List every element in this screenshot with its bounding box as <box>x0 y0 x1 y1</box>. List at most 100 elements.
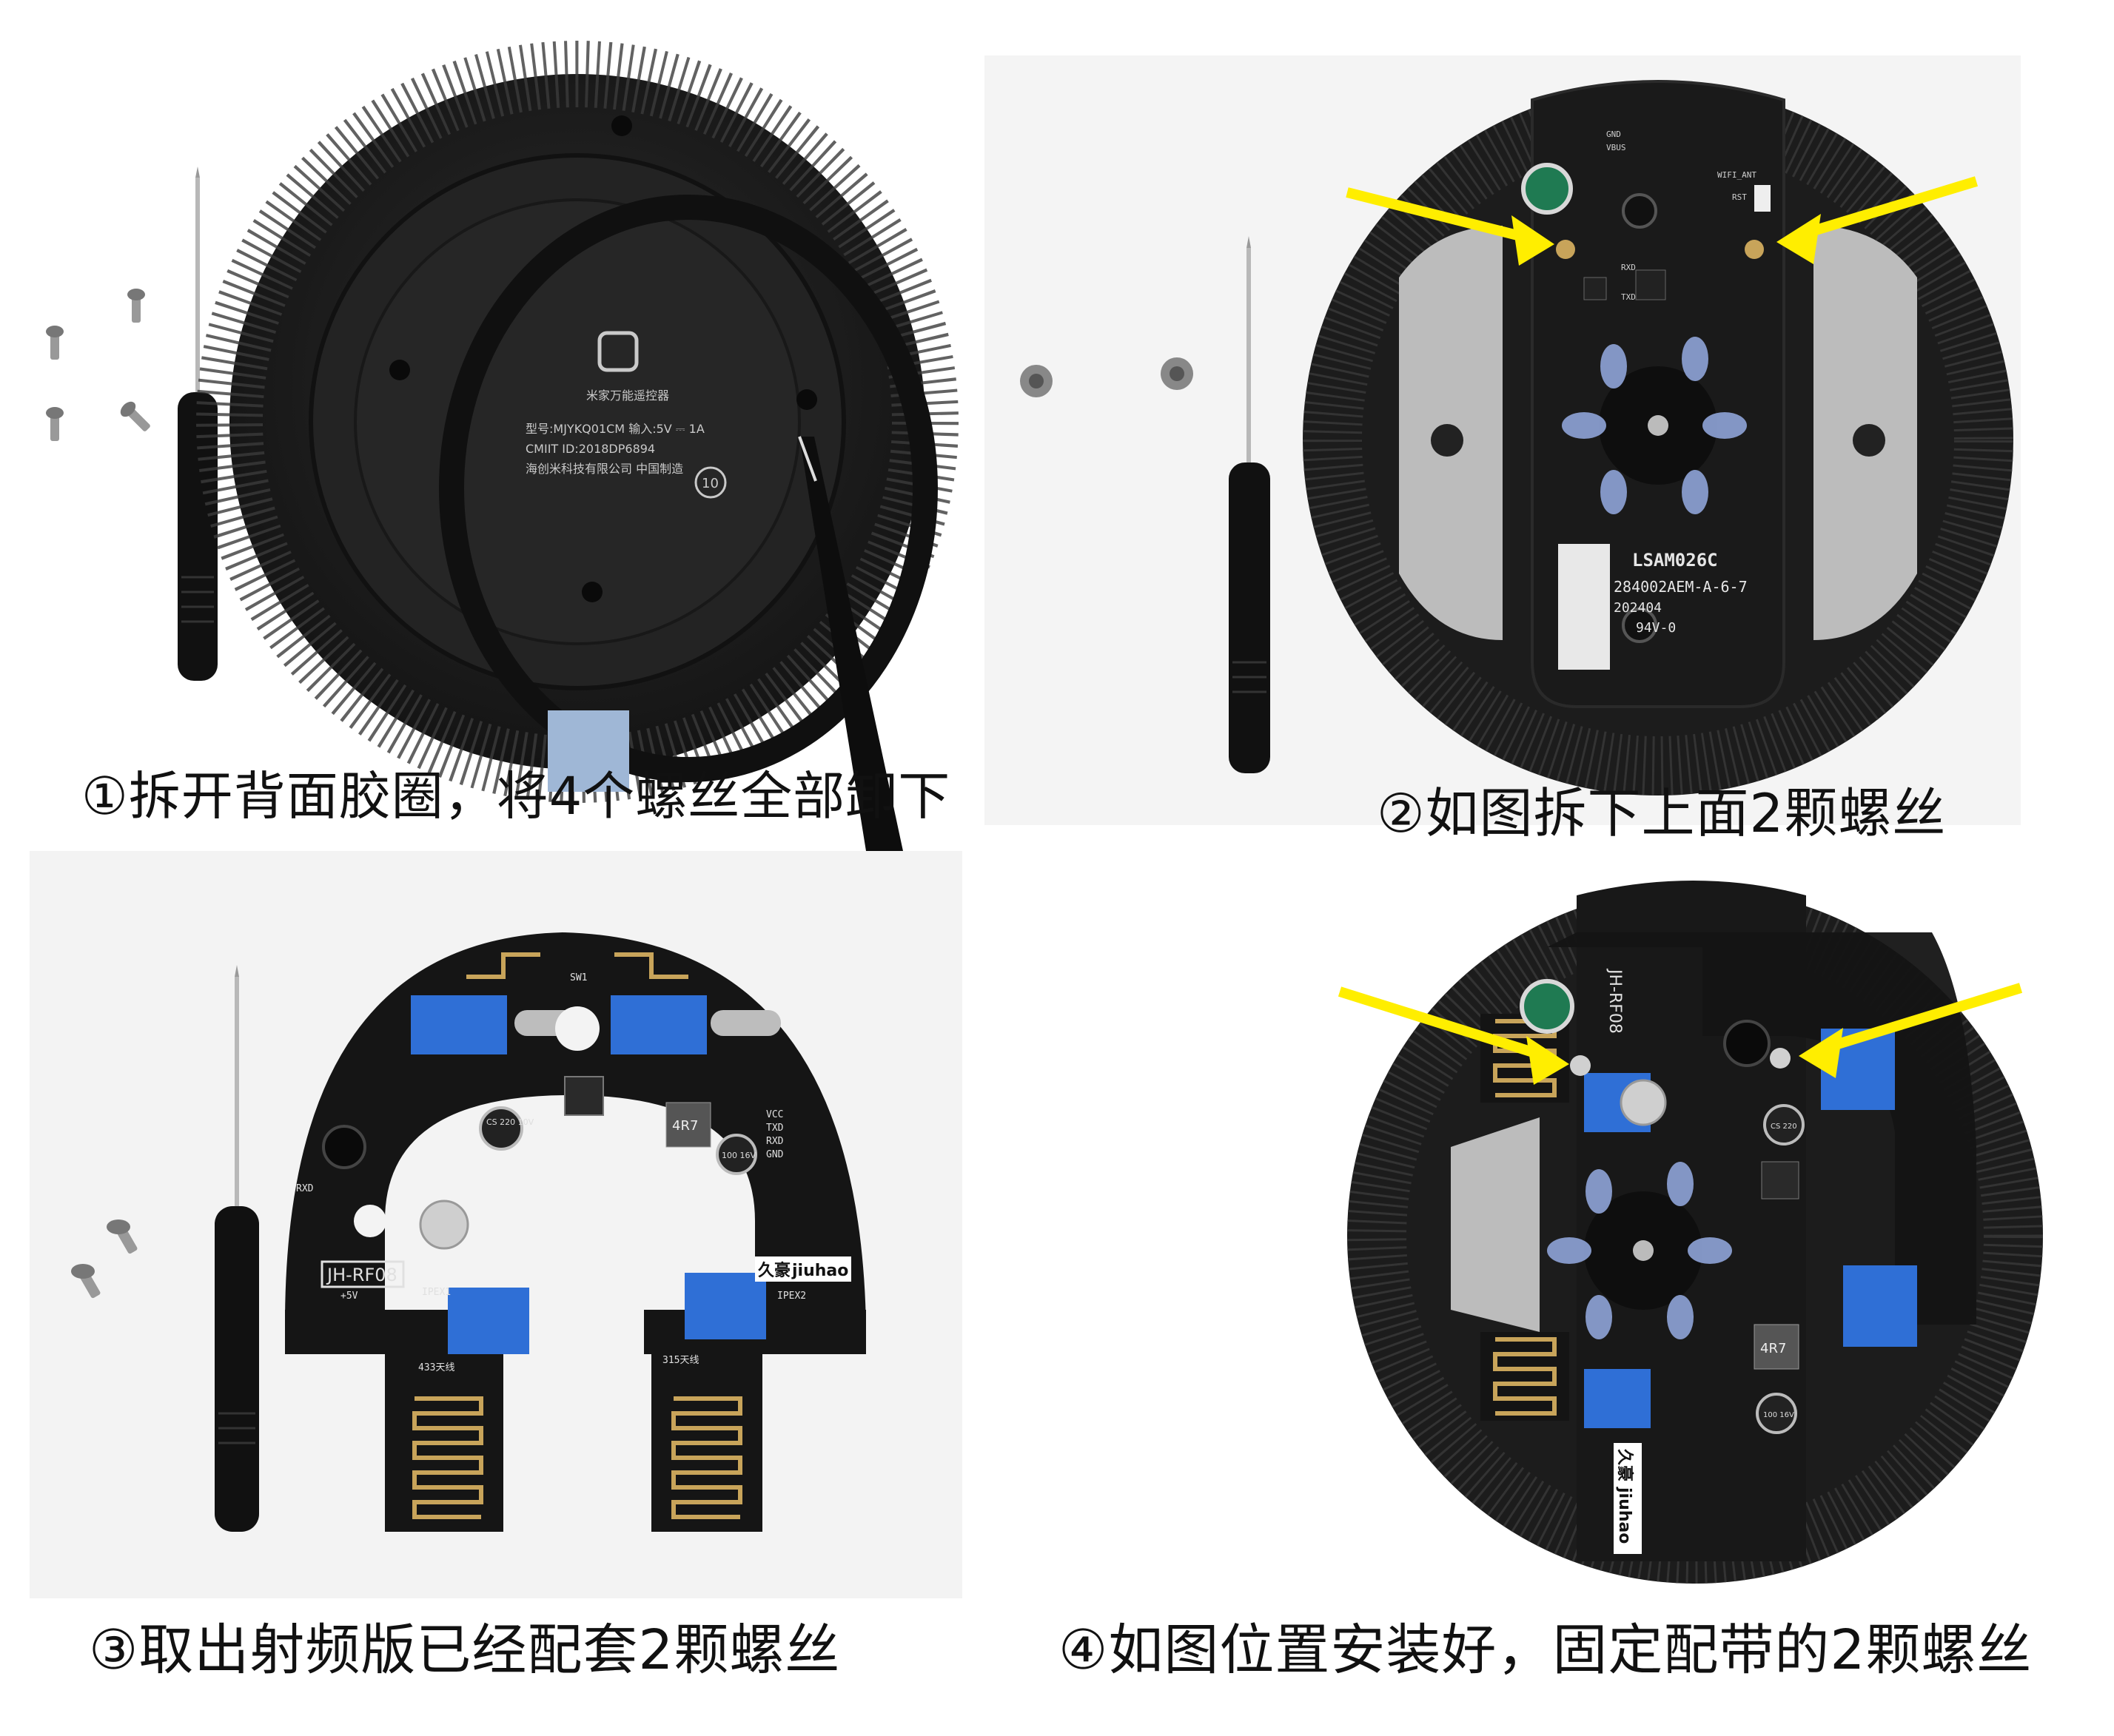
screw-icon <box>107 1219 138 1254</box>
ir-led-icon <box>1667 1162 1694 1206</box>
capacitor-label: CS 220 <box>1771 1123 1797 1131</box>
capacitor-icon <box>1521 163 1573 215</box>
antenna-trace-315 <box>671 1396 742 1519</box>
screwdriver-icon <box>215 965 259 1532</box>
maker-line: 海创米科技有限公司 中国制造 <box>526 462 683 476</box>
logo-text: 米家万能遥控器 <box>586 388 669 403</box>
rf-module-icon <box>1584 1369 1651 1428</box>
screw-icon <box>1620 1079 1667 1126</box>
photo-step-3-drawing: 4R7 CS 220 10V 100 16V VCC TXD RXD GND R… <box>71 932 866 1532</box>
rf-module-icon <box>448 1288 529 1354</box>
screw-icon <box>419 1200 469 1250</box>
arrow-icon <box>1776 176 1979 264</box>
screwdriver-icon <box>1229 236 1270 773</box>
antenna-trace-bottom <box>1493 1337 1557 1416</box>
capacitor-label: 100 16V <box>1763 1411 1794 1419</box>
v5-label: +5V <box>340 1291 358 1302</box>
buzzer-icon <box>1723 1020 1771 1067</box>
pad-label: RXD <box>1621 263 1636 272</box>
screw-icon <box>1770 1048 1791 1069</box>
ipex2-label: IPEX2 <box>777 1291 806 1302</box>
rf-module-icon <box>411 995 507 1054</box>
ir-led-icon <box>1600 470 1627 514</box>
rf-module-icon <box>611 995 707 1054</box>
capacitor-icon <box>1763 1104 1805 1145</box>
photo-step-4: 4R7 CS 220 100 16V JH-RF08 久豪 jiuhao <box>1229 851 2114 1613</box>
arrow-icon <box>1338 986 1569 1085</box>
cmiit-line: CMIIT ID:2018DP6894 <box>526 442 655 456</box>
screw-icon <box>71 1264 101 1299</box>
inductor-icon <box>1754 1324 1799 1370</box>
pin-label: TXD <box>766 1123 784 1134</box>
ir-led-icon <box>1667 1295 1694 1339</box>
brand-cn: 久豪 <box>758 1261 791 1280</box>
board-name: LSAM026C <box>1632 550 1718 571</box>
screw-icon <box>1570 1055 1591 1076</box>
crystal-icon <box>711 1010 781 1036</box>
model-line: 型号:MJYKQ01CM 输入:5V ⎓ 1A <box>526 422 705 436</box>
ir-led-icon <box>1682 337 1708 381</box>
step-4-caption: ④如图位置安装好，固定配带的2颗螺丝 <box>1058 1618 2033 1682</box>
ir-led-icon <box>1682 470 1708 514</box>
brand-cn: 久豪 <box>1615 1449 1634 1481</box>
ir-led-icon <box>1702 412 1747 439</box>
rf-module-icon <box>1843 1265 1917 1347</box>
pad-label: RST <box>1732 192 1747 202</box>
photo-step-4-drawing: 4R7 CS 220 100 16V JH-RF08 久豪 jiuhao <box>1338 881 2043 1584</box>
ir-led-icon <box>1688 1237 1732 1264</box>
capacitor-icon <box>1520 979 1574 1034</box>
main-pcb: LSAM026C 284002AEM-A-6-7 202404 94V-0 GN… <box>1521 80 1785 708</box>
buzzer-icon <box>322 1125 366 1169</box>
antenna-trace-433 <box>412 1396 483 1519</box>
pin-label: GND <box>766 1149 784 1160</box>
mijia-logo-icon <box>597 331 639 372</box>
screwdriver-icon <box>178 166 218 681</box>
capacitor-icon <box>716 1134 757 1175</box>
ir-led-icon <box>1600 344 1627 388</box>
brand-en: jiuhao <box>791 1262 848 1280</box>
badge-text: 10 <box>702 476 719 491</box>
pad-label: WIFI_ANT <box>1717 170 1756 180</box>
antenna-315-label: 315天线 <box>662 1355 699 1366</box>
screw-icon <box>46 326 64 360</box>
step-1-caption: ①拆开背面胶圈，将4个螺丝全部卸下 <box>81 766 951 827</box>
pad-label: VBUS <box>1606 143 1626 152</box>
capacitor-icon <box>1756 1393 1797 1434</box>
ir-led-icon <box>1547 1237 1591 1264</box>
board-mark: 94V-0 <box>1636 620 1676 636</box>
inductor-label: 4R7 <box>672 1118 698 1134</box>
antenna-433-label: 433天线 <box>418 1362 454 1373</box>
brand-en: jiuhao <box>1615 1487 1634 1544</box>
mount-hole <box>555 1006 600 1051</box>
ir-led-icon <box>1586 1295 1612 1339</box>
step-2-caption: ②如图拆下上面2颗螺丝 <box>1377 782 1947 844</box>
rf-module-icon <box>685 1273 766 1339</box>
ipex1-label: IPEX1 <box>422 1287 451 1298</box>
board-label: JH-RF08 <box>326 1265 397 1285</box>
tag-sticker <box>548 710 629 792</box>
sw-label: SW1 <box>570 972 587 983</box>
screw-icon <box>120 401 150 431</box>
photo-step-3: 4R7 CS 220 10V 100 16V VCC TXD RXD GND R… <box>30 851 962 1598</box>
antenna-trace-top-right <box>614 952 688 979</box>
photo-step-2: LSAM026C 284002AEM-A-6-7 202404 94V-0 GN… <box>984 55 2021 825</box>
capacitor-label: 100 16V <box>722 1151 756 1160</box>
tweezers-icon <box>798 436 903 851</box>
mcu-chip-icon <box>1761 1161 1799 1200</box>
photo-step-1-drawing: 米家万能遥控器 型号:MJYKQ01CM 输入:5V ⎓ 1A CMIIT ID… <box>46 41 959 851</box>
pin-label: RXD <box>766 1136 784 1147</box>
inductor-icon <box>665 1102 711 1148</box>
board-code: 284002AEM-A-6-7 <box>1614 578 1748 596</box>
arrow-icon <box>1346 187 1554 266</box>
capacitor-label: CS 220 10V <box>486 1117 534 1127</box>
pin-label: VCC <box>766 1109 783 1120</box>
screw-icon <box>1161 357 1193 390</box>
pad-label: GND <box>1606 129 1621 139</box>
rxd-label: RXD <box>296 1183 314 1194</box>
screw-icon <box>127 289 145 323</box>
barcode-sticker <box>1558 544 1610 670</box>
ir-led-icon <box>1562 412 1606 439</box>
metal-plate-left <box>1451 1117 1540 1332</box>
screw-icon <box>46 407 64 441</box>
screw-hole-right <box>1745 240 1764 259</box>
